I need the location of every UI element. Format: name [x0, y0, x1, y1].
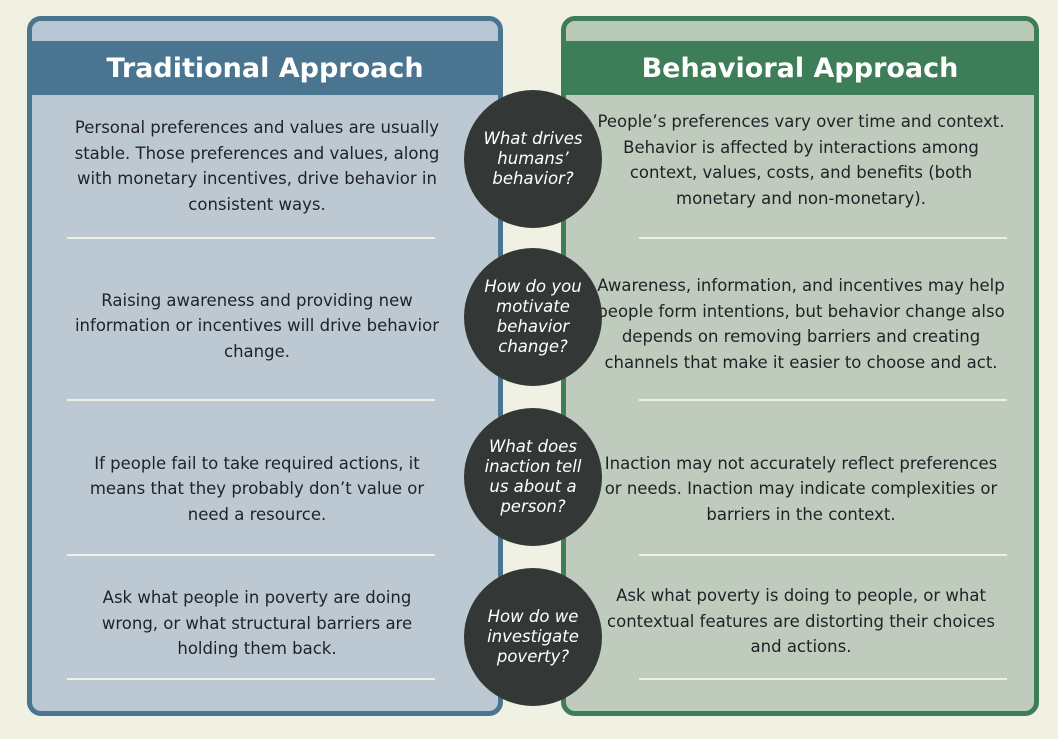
- traditional-approach-panel: Traditional Approach Personal preference…: [27, 16, 503, 716]
- divider: [639, 399, 1007, 401]
- panel-top-strip: [566, 21, 1034, 41]
- divider: [639, 237, 1007, 239]
- divider: [67, 554, 435, 556]
- traditional-row-3: If people fail to take required actions,…: [89, 453, 425, 524]
- traditional-row-1: Personal preferences and values are usua…: [74, 118, 440, 214]
- behavioral-row-4: Ask what poverty is doing to people, or …: [607, 586, 995, 657]
- question-circle-2: How do you motivate behavior change?: [464, 248, 602, 386]
- behavioral-row-1: People’s preferences vary over time and …: [597, 112, 1005, 208]
- question-circle-4: How do we investigate poverty?: [464, 568, 602, 706]
- behavioral-row-3: Inaction may not accurately reflect pref…: [604, 453, 998, 524]
- behavioral-approach-title: Behavioral Approach: [566, 41, 1034, 95]
- question-circle-3: What does inaction tell us about a perso…: [464, 408, 602, 546]
- divider: [67, 399, 435, 401]
- traditional-row-2: Raising awareness and providing new info…: [74, 290, 440, 361]
- traditional-approach-title: Traditional Approach: [32, 41, 498, 95]
- traditional-row-4: Ask what people in poverty are doing wro…: [101, 588, 413, 659]
- divider: [639, 554, 1007, 556]
- divider: [639, 678, 1007, 680]
- question-circle-1: What drives humans’ behavior?: [464, 90, 602, 228]
- panel-top-strip: [32, 21, 498, 41]
- divider: [67, 237, 435, 239]
- divider: [67, 678, 435, 680]
- behavioral-approach-panel: Behavioral Approach People’s preferences…: [561, 16, 1039, 716]
- behavioral-row-2: Awareness, information, and incentives m…: [597, 276, 1005, 372]
